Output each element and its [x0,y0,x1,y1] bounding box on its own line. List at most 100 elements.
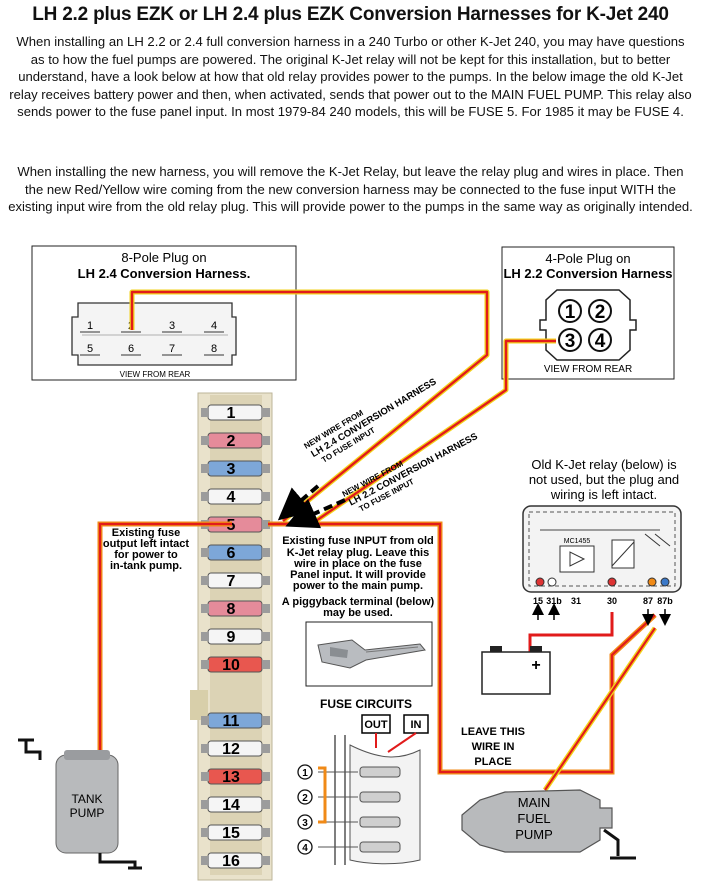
relay-terminal-dot-87b [660,577,670,587]
main-pump-wire [542,626,658,792]
tank-pump-line2: PUMP [70,806,105,820]
relay-terminal-dot-87 [647,577,657,587]
plug4-caption: VIEW FROM REAR [544,364,632,375]
relay-terminal-87: 87 [643,596,653,606]
fuse-number-7: 7 [227,573,236,590]
fuse-number-6: 6 [227,545,236,562]
fuse-number-11: 11 [223,713,240,730]
plug-4-pole-panel: 4-Pole Plug on LH 2.2 Conversion Harness… [501,246,675,380]
relay-terminal-dot-15 [535,577,545,587]
fuse-15: 15 [201,824,270,842]
plug8-pin-label: 7 [169,343,175,355]
plug8-line1: 8-Pole Plug on [121,250,206,265]
kjet-relay: MC1455 [522,505,682,593]
intro-paragraph: When installing an LH 2.2 or 2.4 full co… [9,34,692,120]
plug4-pin-2: 2 [588,299,612,323]
fuse-number-13: 13 [222,769,240,786]
plug8-pin-label: 3 [169,320,175,332]
fuse-number-8: 8 [227,601,236,618]
piggyback-terminal-image [305,621,433,687]
circuit-number: 3 [302,818,308,829]
relay-terminal-31: 31 [571,596,581,606]
fuse-16: 16 [201,852,270,870]
main-pump-line2: FUEL [517,811,550,826]
leave-wire-note: LEAVE THIS WIRE IN PLACE [461,726,525,768]
fuse-14: 14 [201,796,270,814]
relay-terminal-dot-30 [607,577,617,587]
relay-note-line1: Old K-Jet relay (below) is [531,457,677,472]
plug4-pin-3: 3 [558,328,582,352]
tank-pump: TANK PUMP [18,738,142,870]
plug8-pin-7: 7 [162,343,182,356]
tank-pump-line1: TANK [71,792,102,806]
page-title: LH 2.2 plus EZK or LH 2.4 plus EZK Conve… [32,4,669,25]
fuse-output-note-line2: output left intact [103,538,189,550]
fuse-output-note-line3: for power to [114,549,178,561]
circuit-row-4: 4 [297,839,401,855]
plug8-pin-label: 1 [87,320,93,332]
fuse-input-note-line3: wire in place on the fuse [293,558,422,570]
fuse-2: 2 [201,432,270,450]
circuit-number: 1 [302,768,308,779]
main-pump-line1: MAIN [518,795,551,810]
plug4-pin-label: 4 [595,331,606,352]
plug8-pin-1: 1 [80,320,100,333]
piggyback-note-line1: A piggyback terminal (below) [282,596,435,608]
arrow-lh22-to-fuse [285,498,346,529]
relay-terminal-dot-31b [547,577,557,587]
relay-note: Old K-Jet relay (below) is not used, but… [529,457,679,502]
plug4-pin-1: 1 [558,299,582,323]
relay-chip-label: MC1455 [564,538,591,545]
wire-label-lh24: NEW WIRE FROM LH 2.4 CONVERSION HARNESS … [302,376,438,464]
circuit-row-1: 1 [297,764,401,780]
fuse-number-1: 1 [227,405,236,422]
relay-terminal-15: 15 [533,596,543,606]
fuse-input-note-line4: Panel input. It will provide [290,569,426,581]
circuit-number: 4 [302,843,308,854]
leave-wire-line2: WIRE IN [472,741,515,753]
svg-text:+: + [531,657,540,674]
fuse-3: 3 [201,460,270,478]
circuit-row-2: 2 [297,789,401,805]
plug8-line2: LH 2.4 Conversion Harness. [78,266,251,281]
plug4-line1: 4-Pole Plug on [545,251,630,266]
fuse-10: 10 [201,656,270,674]
plug-8-pole-panel: 8-Pole Plug on LH 2.4 Conversion Harness… [31,245,297,381]
battery-wire [528,612,614,652]
fuse-circuits-title: FUSE CIRCUITS [320,697,412,711]
plug8-pin-4: 4 [204,320,224,333]
relay-note-line3: wiring is left intact. [550,487,657,502]
battery-icon: + [481,646,551,695]
fuse-number-14: 14 [222,797,240,814]
fuse-input-note-line5: power to the main pump. [293,580,423,592]
plug8-pin-label: 8 [211,343,217,355]
leave-wire-line1: LEAVE THIS [461,726,525,738]
fuse-number-9: 9 [227,629,236,646]
plug8-pin-8: 8 [204,343,224,356]
fuse-11: 11 [201,712,270,730]
fuse-9: 9 [201,628,270,646]
fuse-12: 12 [201,740,270,758]
plug8-pin-label: 5 [87,343,93,355]
fuse-input-note: Existing fuse INPUT from old K-Jet relay… [282,535,434,592]
fuse-number-2: 2 [227,433,236,450]
piggyback-note: A piggyback terminal (below) may be used… [282,596,435,619]
fuse-number-3: 3 [227,461,236,478]
fuse-input-wire [268,521,657,775]
fuse-1: 1 [201,404,270,422]
relay-terminal-30: 30 [607,596,617,606]
fuse-7: 7 [201,572,270,590]
fuse-8: 8 [201,600,270,618]
plug4-pin-4: 4 [588,328,612,352]
wire-label-lh22-line2: LH 2.2 CONVERSION HARNESS [347,431,479,508]
fuse-input-note-line1: Existing fuse INPUT from old [282,535,434,547]
fuse-output-note-line4: in-tank pump. [110,560,182,572]
plug8-pin-6: 6 [121,343,141,356]
plug8-pin-label: 6 [128,343,134,355]
instructions-paragraph: When installing the new harness, you wil… [8,164,693,215]
fuse-number-15: 15 [222,825,240,842]
main-fuel-pump: MAIN FUEL PUMP [461,789,636,860]
plug4-line2: LH 2.2 Conversion Harness [503,266,672,281]
